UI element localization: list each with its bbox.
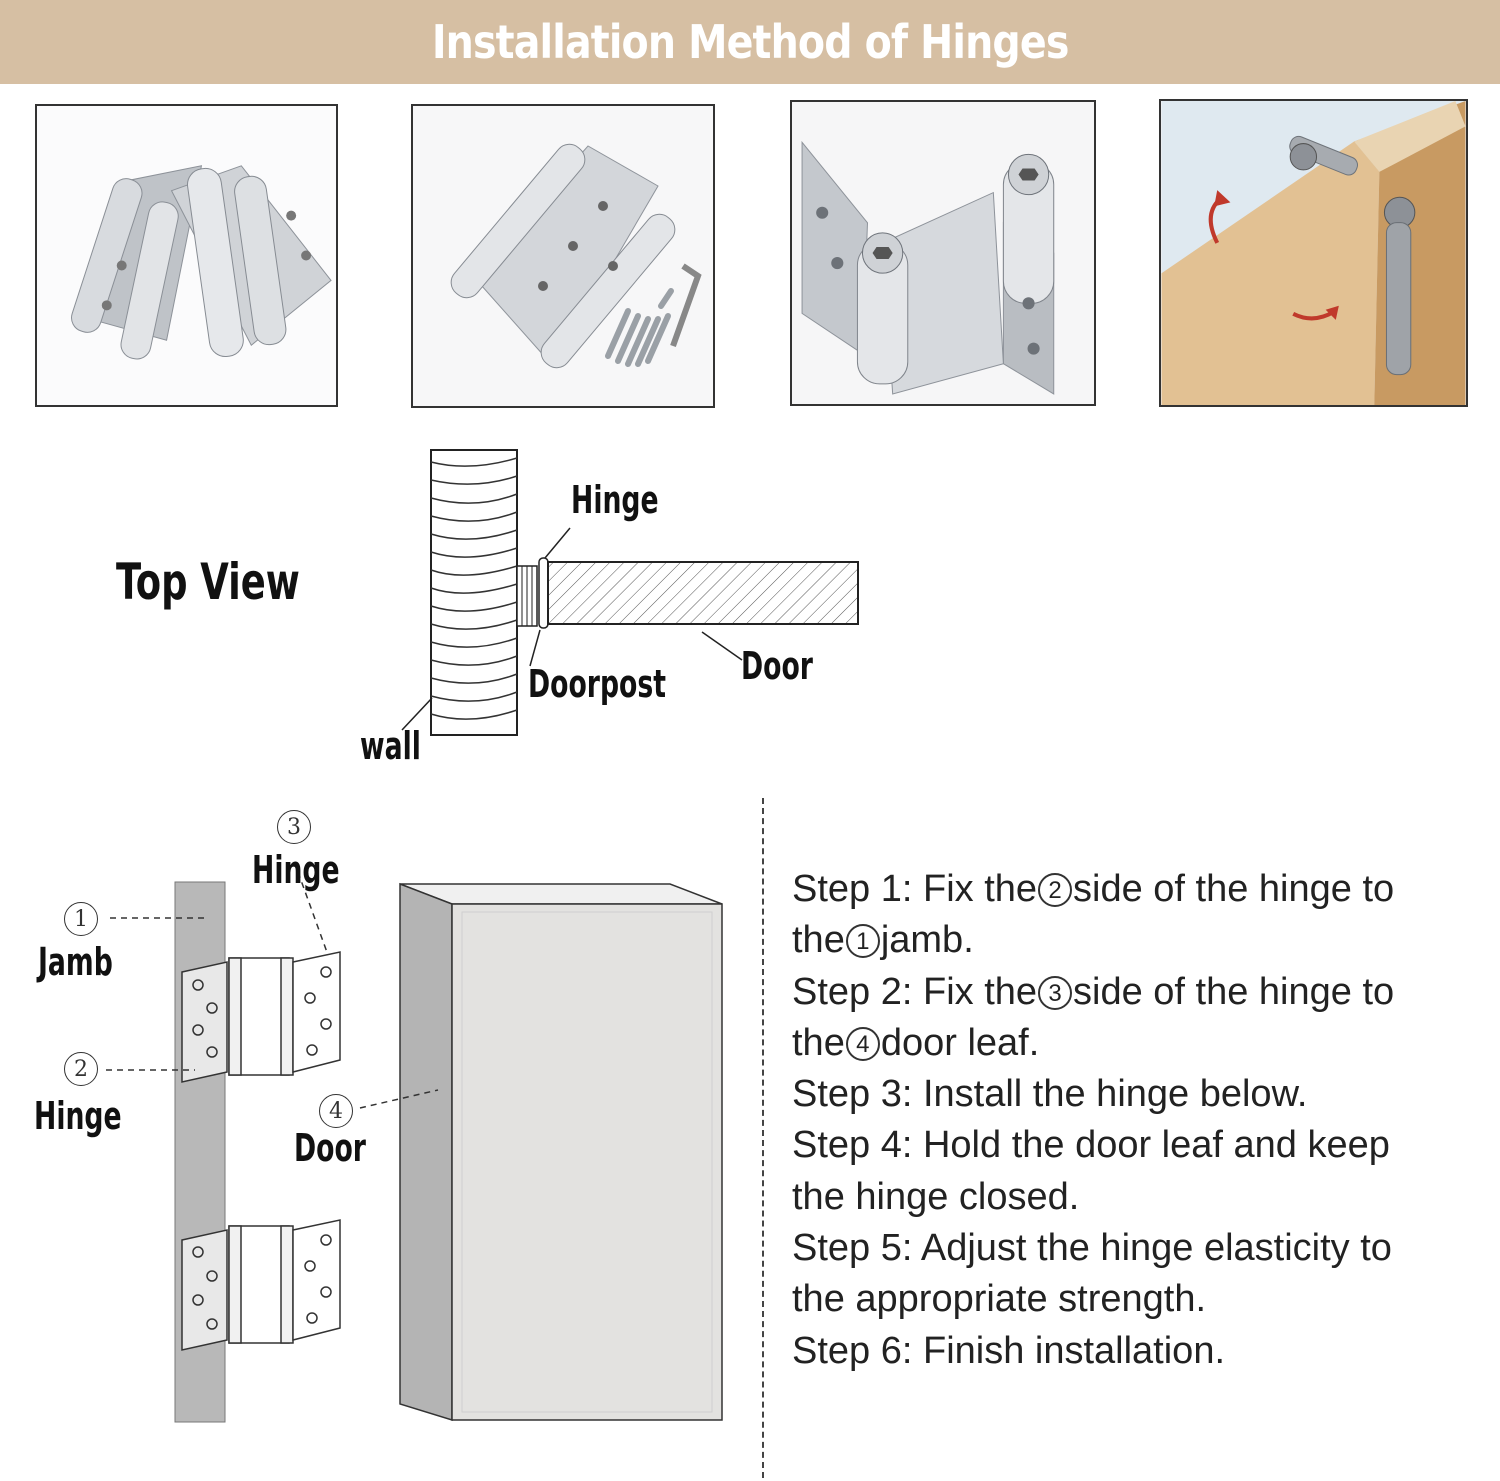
top-view-wall-label: wall <box>360 724 421 768</box>
step-text: side of the hinge to <box>1073 970 1395 1013</box>
door-number-circle: 4 <box>319 1094 353 1128</box>
step-text: Step 5: Adjust the hinge elasticity to <box>792 1227 1392 1270</box>
door-section <box>547 561 859 625</box>
step-text: Step 6: Finish installation. <box>792 1329 1226 1372</box>
step-5-line-2: the appropriate strength. <box>792 1274 1492 1325</box>
step-text: Step 3: Install the hinge below. <box>792 1073 1308 1116</box>
jamb-number-circle: 1 <box>64 902 98 936</box>
step-text: the <box>792 919 845 962</box>
double-hinge-pair-image <box>37 106 336 405</box>
title-banner: Installation Method of Hinges <box>0 0 1500 84</box>
door-label: Door <box>294 1126 366 1170</box>
hinge-leader <box>544 527 571 559</box>
hinge-with-screws-image <box>413 106 713 406</box>
door-leader <box>701 631 743 661</box>
door-leader <box>359 1089 439 1109</box>
top-view-door-label: Door <box>741 644 813 688</box>
step-5-line-1: Step 5: Adjust the hinge elasticity to <box>792 1223 1492 1274</box>
upper-hinge <box>181 951 341 1083</box>
step-4-line-1: Step 4: Hold the door leaf and keep <box>792 1120 1492 1171</box>
hinge-jamb-side-number-circle: 2 <box>64 1052 98 1086</box>
product-photo-with-screws <box>411 104 715 408</box>
step-text: door leaf. <box>880 1021 1040 1064</box>
installation-diagram <box>106 871 723 1423</box>
product-photo-open-hinge <box>790 100 1096 406</box>
step-text: Step 4: Hold the door leaf and keep <box>792 1124 1390 1167</box>
hinge-door-side-number-circle: 3 <box>277 810 311 844</box>
top-view-doorpost-label: Doorpost <box>528 662 666 706</box>
top-view-title: Top View <box>116 553 300 611</box>
step-text: Step 2: Fix the <box>792 970 1038 1013</box>
step-3-line-1: Step 3: Install the hinge below. <box>792 1069 1492 1120</box>
hinge-door-side-label: Hinge <box>252 848 340 892</box>
step-circled-number: 1 <box>845 924 880 959</box>
jamb-label: Jamb <box>38 940 113 984</box>
product-photo-installed <box>1159 99 1468 407</box>
step-text: Step 1: Fix the <box>792 868 1038 910</box>
top-view-diagram <box>401 449 859 736</box>
step-circled-number: 4 <box>845 1026 880 1061</box>
wall-doorpost-block <box>430 449 518 736</box>
top-view-hinge-label: Hinge <box>571 478 659 522</box>
step-text: the appropriate strength. <box>792 1278 1207 1321</box>
hinge-symbol <box>516 557 549 629</box>
step-text: the hinge closed. <box>792 1175 1080 1218</box>
step-text: side of the hinge to <box>1073 868 1395 910</box>
step-text: jamb. <box>880 919 974 962</box>
page-title: Installation Method of Hinges <box>431 15 1070 69</box>
product-photo-pair <box>35 104 338 407</box>
step-circled-number: 3 <box>1038 975 1073 1010</box>
wall-leader <box>401 697 433 731</box>
lower-hinge <box>181 1219 341 1351</box>
doorpost-leader <box>529 629 541 667</box>
step-4-line-2: the hinge closed. <box>792 1172 1492 1223</box>
door-leaf <box>399 882 723 1422</box>
section-divider <box>762 798 764 1478</box>
step-circled-number: 2 <box>1038 873 1073 907</box>
hinge-jamb-side-label: Hinge <box>34 1094 122 1138</box>
step-text: the <box>792 1021 845 1064</box>
step-6-line-1: Step 6: Finish installation. <box>792 1326 1492 1377</box>
open-hinge-image <box>792 102 1094 404</box>
installed-hinge-on-door-image <box>1161 101 1466 405</box>
hinge-door-side-leader <box>297 871 329 956</box>
